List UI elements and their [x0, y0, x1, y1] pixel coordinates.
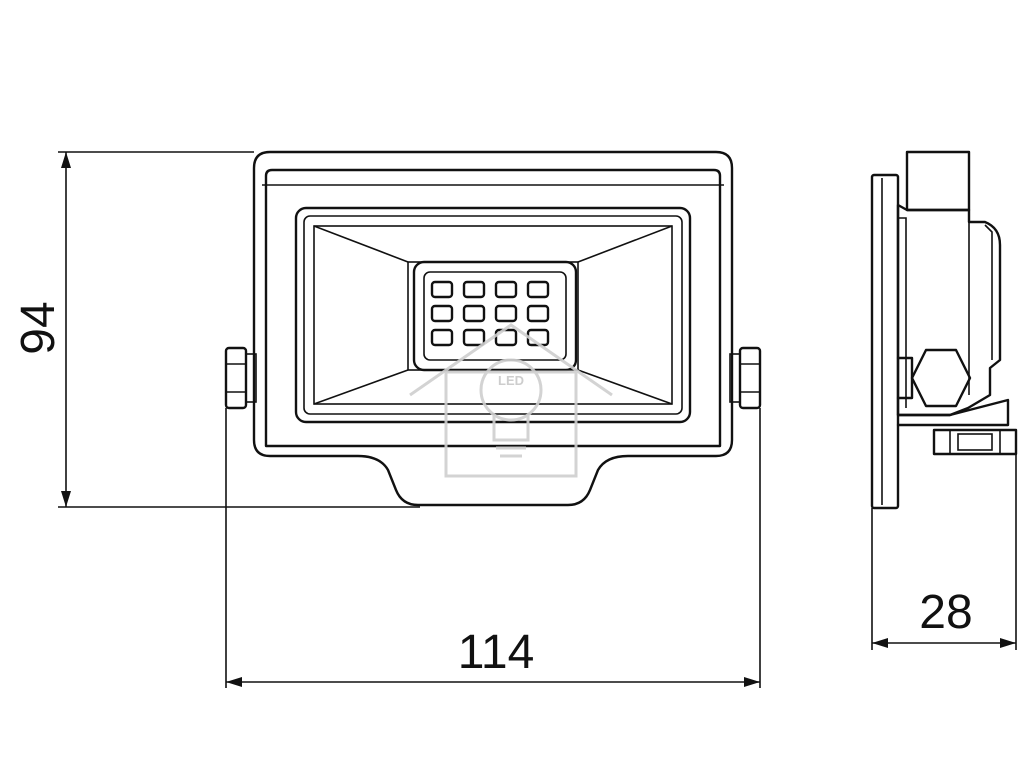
- led-chip: [430, 304, 454, 323]
- reflector-edge: [577, 369, 673, 405]
- led-bulb-watermark: LED: [409, 323, 613, 478]
- led-module-inner: [423, 271, 567, 361]
- reflector-window: [313, 225, 673, 405]
- led-chip-grid: [430, 280, 550, 347]
- side-front-plate: [870, 173, 900, 510]
- height-label: 94: [12, 301, 65, 354]
- depth-label: 28: [919, 586, 972, 639]
- reflector-edge: [577, 225, 673, 263]
- reflector-edge: [313, 369, 409, 405]
- led-chip: [526, 280, 550, 299]
- led-module-board: [412, 260, 578, 372]
- led-chip: [430, 280, 454, 299]
- side-bracket-foot: [932, 428, 1018, 456]
- right-bracket-bolt: [729, 346, 762, 410]
- side-housing-body: [896, 203, 1002, 417]
- led-chip: [462, 328, 486, 347]
- height-dimension: 94: [12, 151, 420, 508]
- left-bracket-bolt: [224, 346, 257, 410]
- depth-dimension: 28: [871, 454, 1017, 650]
- led-chip: [430, 328, 454, 347]
- side-mounting-bracket: [896, 356, 914, 400]
- led-chip: [462, 304, 486, 323]
- led-chip: [526, 304, 550, 323]
- side-housing-top: [905, 150, 971, 212]
- side-bolt-nut: [910, 348, 972, 408]
- front-view: [224, 150, 762, 507]
- led-chip: [494, 304, 518, 323]
- side-view: [870, 150, 1018, 510]
- led-chip: [494, 280, 518, 299]
- watermark-text: LED: [498, 373, 524, 388]
- led-chip: [462, 280, 486, 299]
- housing-outline: [252, 150, 734, 507]
- reflector-edge: [313, 225, 409, 263]
- housing-inner-frame: [264, 168, 722, 448]
- width-dimension: 114: [225, 408, 761, 688]
- lens-frame-inner: [303, 215, 683, 415]
- width-label: 114: [458, 626, 535, 679]
